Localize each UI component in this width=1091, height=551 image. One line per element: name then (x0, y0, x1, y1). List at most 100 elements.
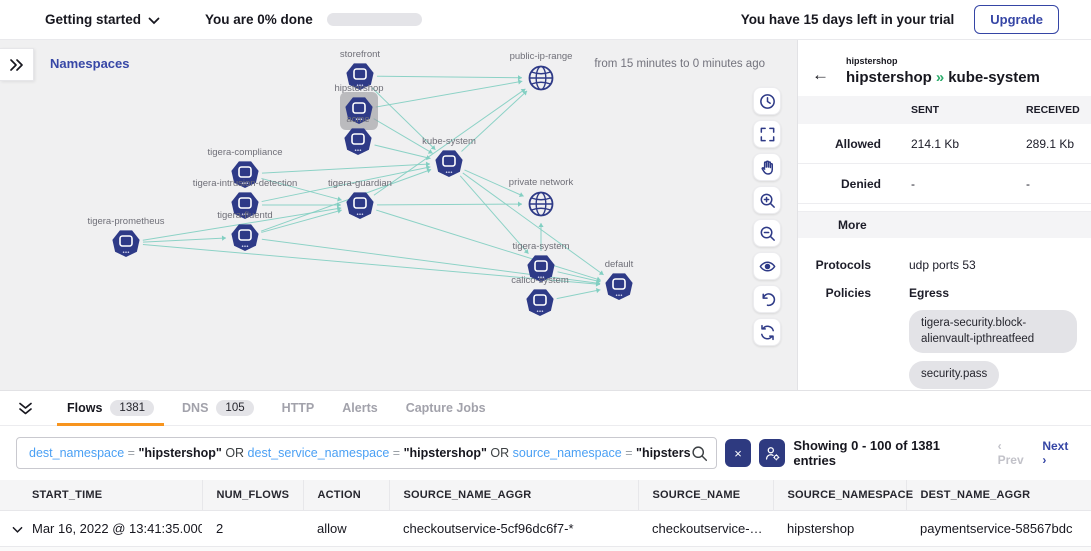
graph-edge-kube-system-default (462, 172, 604, 276)
graph-edge-tigera-guardian-default (376, 209, 602, 281)
refresh-button[interactable] (753, 318, 781, 346)
policy-pill[interactable]: tigera-security.block-alienvault-ipthrea… (909, 310, 1077, 354)
detail-source-name: hipstershop (846, 69, 932, 86)
query-token-value: "hipstershop" (400, 446, 487, 460)
node-label: tigera-prometheus (87, 216, 164, 227)
denied-sent-value: - (911, 176, 915, 191)
zoom-out-button[interactable] (753, 219, 781, 247)
service-graph-svg: storefront public-ip-range hipstershopacme… (87, 49, 634, 316)
node-label: tigera-fluentd (217, 210, 272, 221)
tab-count-badge: 105 (216, 400, 254, 416)
cell-value: hipstershop (787, 520, 855, 536)
tab-http[interactable]: HTTP (268, 391, 329, 425)
column-header-source_name_aggr: SOURCE_NAME_AGGR (388, 480, 639, 511)
node-label: tigera-system (512, 241, 569, 252)
fit-screen-icon (760, 127, 774, 141)
edge-arrowhead (518, 192, 524, 198)
graph-edge-tigera-guardian-public-ip-range (373, 88, 526, 196)
graph-edge-tigera-prometheus-tigera-guardian (142, 207, 342, 241)
collapse-panel-button[interactable] (18, 402, 33, 415)
graph-node-storefront[interactable]: storefront (340, 49, 380, 90)
edge-arrowhead (596, 278, 601, 284)
graph-node-public-ip-range[interactable]: public-ip-range (510, 51, 573, 91)
node-label: tigera-compliance (208, 147, 283, 158)
graph-edge-calico-system-default (556, 289, 601, 300)
expand-sidebar-button[interactable] (0, 48, 34, 81)
graph-node-acme[interactable]: acme (344, 114, 372, 155)
received-column-header: RECEIVED (1026, 104, 1080, 116)
graph-edge-storefront-public-ip-range (376, 75, 523, 79)
graph-node-tigera-prometheus[interactable]: tigera-prometheus (87, 216, 165, 257)
graph-node-tigera-fluentd[interactable]: tigera-fluentd (217, 210, 273, 251)
node-label: calico-system (511, 275, 569, 286)
graph-edge-hipstershop-public-ip-range (375, 80, 523, 108)
prev-page-button[interactable]: ‹ Prev (997, 439, 1024, 467)
progress-bar (326, 13, 422, 26)
policy-pill[interactable]: security.pass (909, 361, 1000, 389)
graph-node-calico-system[interactable]: calico-system (511, 275, 569, 316)
edge-arrowhead (598, 270, 604, 275)
back-arrow-icon[interactable]: ← (812, 65, 829, 84)
query-token-field: dest_service_namespace (244, 446, 390, 460)
protocols-label: Protocols (815, 258, 871, 272)
graph-node-tigera-system[interactable]: tigera-system (512, 241, 570, 282)
pan-hand-button[interactable] (753, 153, 781, 181)
graph-edge-kube-system-public-ip-range (461, 90, 528, 152)
edge-arrowhead (430, 145, 436, 150)
next-page-button[interactable]: Next › (1042, 439, 1069, 467)
time-range-label: from 15 minutes to 0 minutes ago (594, 58, 765, 70)
query-token-keyword: OR (486, 446, 510, 460)
tab-alerts[interactable]: Alerts (328, 391, 391, 425)
graph-node-hipstershop[interactable]: hipstershop (334, 83, 384, 130)
detail-separator: » (935, 69, 945, 86)
user-query-settings-button[interactable] (759, 439, 786, 467)
denied-label: Denied (840, 176, 881, 191)
trial-days-text: You have 15 days left in your trial (740, 12, 955, 27)
graph-node-tigera-compliance[interactable]: tigera-compliance (208, 147, 283, 188)
upgrade-button[interactable]: Upgrade (974, 5, 1059, 34)
row-expand-chevron[interactable] (12, 522, 23, 537)
sent-column-header: SENT (911, 104, 940, 116)
query-token-value: "hipstershop" (134, 446, 222, 460)
undo-button[interactable] (753, 285, 781, 313)
denied-row: Denied - - (798, 164, 1091, 204)
cell-value: paymentservice-58567bdc (920, 520, 1073, 536)
detail-target-name: kube-system (948, 69, 1040, 86)
graph-node-private-network[interactable]: private network (509, 177, 574, 217)
node-label: tigera-intrusion-detection (193, 178, 298, 189)
graph-node-default[interactable]: default (605, 259, 634, 300)
fit-screen-button[interactable] (753, 120, 781, 148)
flow-query-input[interactable]: dest_namespace = "hipstershop" OR dest_s… (16, 437, 717, 469)
graph-edge-tigera-compliance-tigera-guardian (261, 177, 342, 201)
search-icon (692, 445, 708, 461)
history-button[interactable] (753, 87, 781, 115)
edge-arrowhead (517, 75, 523, 81)
table-footer-area (0, 546, 1091, 551)
query-token-op: = (124, 446, 135, 460)
edge-arrowhead (221, 235, 227, 241)
node-label: kube-system (422, 136, 476, 147)
detail-title: hipstershop»kube-system (846, 69, 1091, 86)
edge-arrowhead (595, 288, 601, 294)
zoom-in-button[interactable] (753, 186, 781, 214)
clear-query-button[interactable]: × (725, 439, 752, 467)
getting-started-menu[interactable]: Getting started (45, 12, 160, 27)
zoom-out-icon (760, 226, 775, 241)
policy-pill-list: tigera-security.block-alienvault-ipthrea… (909, 310, 1091, 390)
graph-node-tigera-guardian[interactable]: tigera-guardian (328, 178, 392, 219)
tab-capture-jobs[interactable]: Capture Jobs (392, 391, 500, 425)
graph-node-tigera-intrusion-detection[interactable]: tigera-intrusion-detection (193, 178, 298, 219)
graph-edge-tigera-fluentd-kube-system (260, 169, 432, 232)
edge-arrowhead (538, 223, 544, 227)
edge-arrowhead (517, 201, 523, 207)
graph-node-kube-system[interactable]: kube-system (422, 136, 476, 177)
eye-button[interactable] (753, 252, 781, 280)
graph-edge-tigera-system-default (557, 271, 601, 283)
